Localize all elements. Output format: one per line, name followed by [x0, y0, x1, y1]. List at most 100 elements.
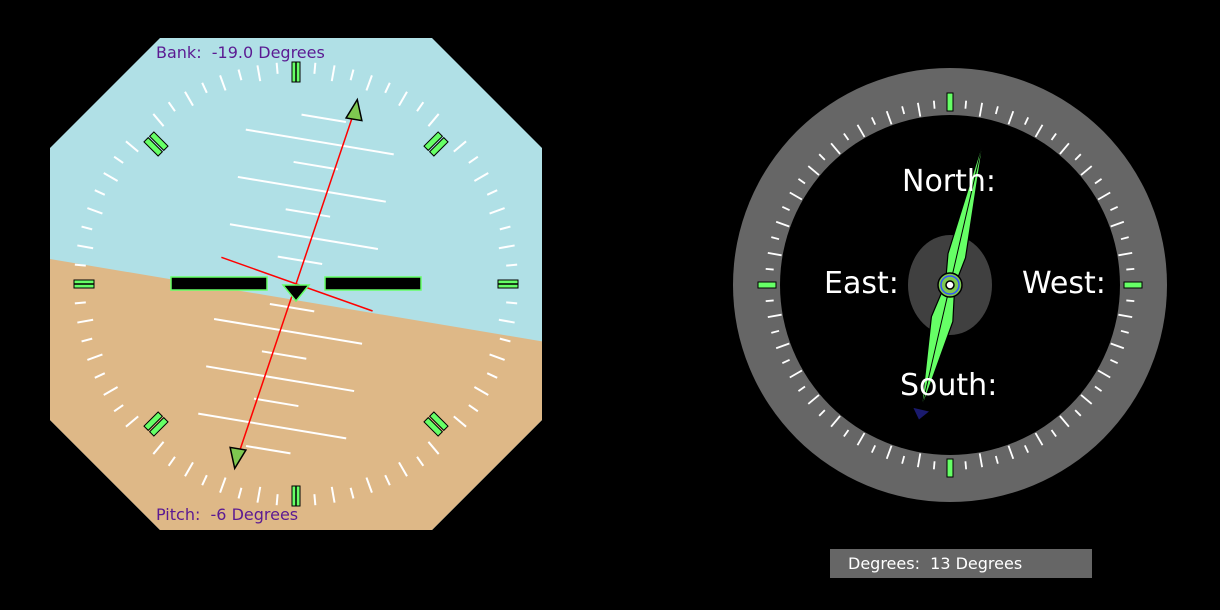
compass-tick [765, 267, 774, 271]
east-label: East: [824, 266, 899, 301]
right-wing-bar [324, 276, 422, 291]
compass-tick [994, 455, 999, 464]
bank-major-marker [497, 279, 519, 289]
bank-tick [87, 353, 103, 361]
compass-tick [830, 142, 841, 155]
compass-needle [913, 138, 985, 420]
compass-tick [1080, 165, 1093, 176]
pitch-ladder-line [277, 255, 323, 266]
compass-tick [1074, 153, 1082, 161]
compass-tick [807, 165, 820, 176]
bank-tick [416, 101, 425, 112]
compass-tick [1097, 369, 1111, 379]
compass-tick [994, 106, 999, 115]
compass-tick [1110, 358, 1119, 365]
bank-pointer-top-tip [344, 97, 363, 122]
bank-tick [113, 155, 124, 164]
pitch-ladder-line [213, 317, 363, 345]
attitude-indicator: Bank: -19.0 Degrees Pitch: -6 Degrees [50, 38, 542, 530]
compass-tick [856, 124, 866, 138]
bank-tick [398, 91, 408, 107]
compass-tick [765, 299, 774, 303]
bank-tick [94, 372, 106, 379]
compass-tick [767, 313, 782, 319]
compass-tick [797, 178, 806, 185]
pitch-label: Pitch: [156, 505, 201, 524]
compass-tick [916, 453, 922, 468]
compass-tick [1023, 445, 1030, 454]
bank-diagonal-marker [423, 411, 449, 437]
compass-tick [1007, 110, 1015, 125]
bank-tick [427, 113, 440, 127]
compass-tick [1023, 116, 1030, 125]
bank-tick [184, 91, 194, 107]
compass-scale [757, 92, 1143, 478]
bank-tick [453, 140, 467, 153]
bank-major-marker [291, 485, 301, 507]
compass-tick [1074, 409, 1082, 417]
bank-tick [486, 372, 498, 379]
pitch-ladder-line [301, 113, 347, 124]
compass-tick [1094, 178, 1103, 185]
compass-tick [818, 409, 826, 417]
compass [733, 68, 1167, 502]
compass-tick [789, 191, 803, 201]
compass-tick [781, 205, 790, 212]
compass-tick [885, 110, 893, 125]
compass-tick [771, 329, 780, 334]
bank-tick [77, 318, 94, 324]
bank-tick [219, 75, 227, 91]
bank-tick [365, 477, 373, 493]
compass-tick [1050, 132, 1057, 141]
bank-tick [473, 172, 489, 182]
bank-tick [499, 337, 511, 343]
north-label: North: [902, 164, 997, 199]
compass-cardinal-marker [946, 92, 954, 112]
bank-tick [275, 62, 279, 74]
pitch-ladder-line [245, 444, 291, 455]
compass-tick [830, 415, 841, 428]
compass-tick [1034, 124, 1044, 138]
compass-tick [775, 220, 790, 228]
bank-tick [201, 82, 208, 94]
compass-tick [781, 358, 790, 365]
bank-tick [77, 244, 94, 250]
compass-tick [843, 132, 850, 141]
pitch-ladder-line [293, 160, 339, 171]
pitch-ladder-line [245, 128, 394, 156]
bank-tick [94, 189, 106, 196]
pitch-ladder [198, 113, 394, 455]
bank-unit: Degrees [258, 43, 325, 62]
bank-tick [113, 404, 124, 413]
compass-tick [1118, 251, 1133, 257]
compass-tick [807, 394, 820, 405]
compass-tick [797, 385, 806, 392]
compass-tick [1050, 429, 1057, 438]
bank-tick [237, 487, 243, 499]
bank-tick [313, 494, 317, 506]
bank-diagonal-marker [423, 131, 449, 157]
compass-tick [1126, 267, 1135, 271]
bank-pointer-bottom-tip [229, 446, 248, 471]
bank-tick [152, 441, 165, 455]
heading-value: 13 [930, 554, 951, 573]
ground [50, 259, 542, 530]
compass-needle-tail [913, 407, 930, 420]
compass-tick [767, 251, 782, 257]
compass-tick [789, 369, 803, 379]
pitch-value: -6 [210, 505, 227, 524]
bank-tick [499, 225, 511, 231]
bank-tick [201, 474, 208, 486]
compass-tick [916, 102, 922, 117]
bank-tick [349, 487, 355, 499]
horizon-reference-line [221, 256, 373, 312]
bank-pointer [221, 97, 373, 471]
compass-tick [932, 461, 936, 470]
compass-tick [1007, 445, 1015, 460]
bank-diagonal-marker [143, 131, 169, 157]
bank-tick [81, 225, 93, 231]
compass-tick [978, 453, 984, 468]
compass-tick [856, 432, 866, 446]
bank-tick [486, 189, 498, 196]
compass-tick [1120, 329, 1129, 334]
